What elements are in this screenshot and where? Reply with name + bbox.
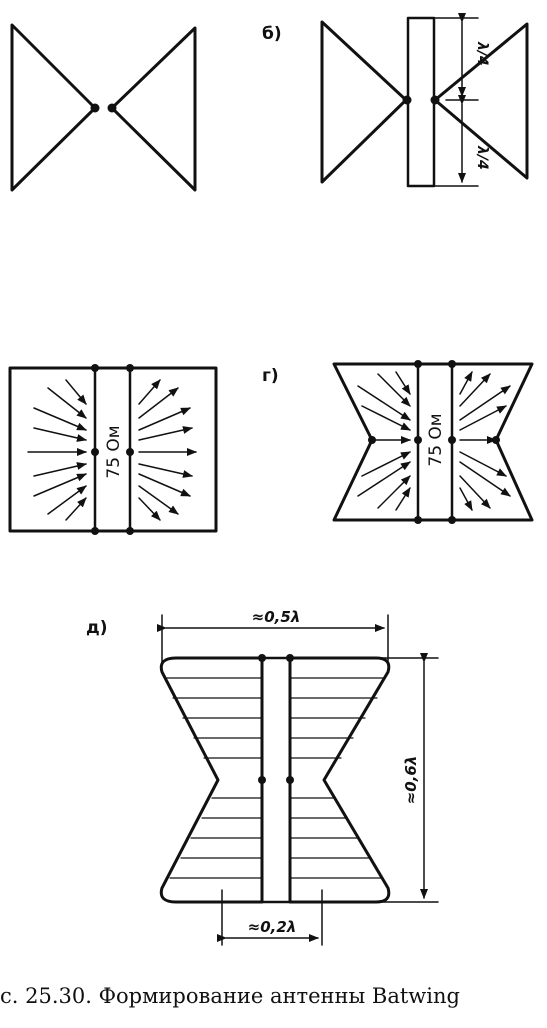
panel-d-dimensions [157,614,439,946]
panel-g-impedance-label: 75 Ом [426,413,446,466]
panel-v-node [91,448,99,456]
panel-v-node [126,364,134,372]
panel-d-node [258,776,266,784]
panel-b-feed-point-left [402,95,412,105]
panel-g-node [414,516,422,524]
figure-caption: с. 25.30. Формирование антенны Batwing [0,984,460,1008]
panel-b-feed-point-right [430,95,440,105]
panel-d-node [286,776,294,784]
panel-g-node [414,436,422,444]
panel-d-label: д) [86,618,108,638]
panel-b-bowtie [320,16,529,188]
panel-d-height-dim-label: ≈0,6λ [402,756,420,805]
panel-g-node [448,436,456,444]
panel-v-node [91,364,99,372]
panel-b-dim-top-label: λ/4 [474,41,490,66]
panel-d-gap-dim-label: ≈0,2λ [248,918,297,936]
panel-g-node [492,436,500,444]
panel-a-feed-point-right [107,103,117,113]
panel-v-field-arrows [27,379,197,521]
panel-g-node [448,516,456,524]
panel-d-width-dim-label: ≈0,5λ [252,608,301,626]
panel-g-node [448,360,456,368]
panel-g-label: г) [262,366,279,386]
panel-g-field-arrows [357,371,511,511]
panel-v-node [126,527,134,535]
panel-g-node [414,360,422,368]
panel-g-node [368,436,376,444]
panel-b-label: б) [262,24,282,44]
panel-v-node [126,448,134,456]
panel-a-bowtie [10,23,197,192]
panel-d-node [286,654,294,662]
panel-a-feed-point-left [90,103,100,113]
panel-d-antenna [159,656,391,904]
panel-v-node [91,527,99,535]
panel-b-dim-bottom-label: λ/4 [474,145,490,170]
panel-d-node [258,654,266,662]
panel-v-impedance-label: 75 Ом [104,425,124,478]
panel-b-dimensions [433,13,479,187]
panel-d-horizontal-elements [164,677,386,879]
